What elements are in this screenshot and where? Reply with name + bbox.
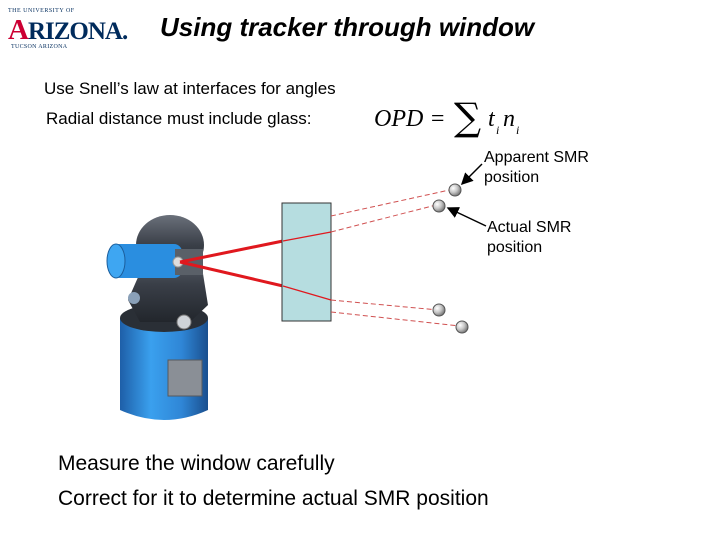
logo-letter-a: A (8, 14, 29, 46)
bottom-text-measure: Measure the window carefully (58, 452, 335, 475)
arrow-actual (446, 207, 487, 227)
logo-line3: TUCSON ARIZONA (11, 44, 68, 50)
ray-apparent-upper (330, 188, 455, 217)
bullet-radial-distance: Radial distance must include glass: (46, 109, 312, 128)
label-apparent-smr: Apparent SMR position (484, 148, 624, 188)
formula-t-sub: i (496, 123, 499, 137)
formula-lhs: OPD = (374, 106, 446, 132)
label-actual-line1: Actual SMR (487, 219, 572, 236)
logo-wordmark-rest: RIZONA. (27, 18, 128, 45)
logo-wordmark: ARIZONA. (8, 14, 128, 47)
label-apparent-line2: position (484, 169, 540, 186)
formula-sum: ∑ (454, 95, 481, 138)
beam-lower-in (179, 260, 284, 288)
bottom-text-correct: Correct for it to determine actual SMR p… (58, 487, 489, 510)
arrow-apparent (460, 163, 483, 186)
tracker-head-endcap (106, 243, 126, 279)
formula-t: t (488, 106, 496, 132)
formula-n: n (503, 106, 515, 132)
label-actual-smr: Actual SMR position (487, 218, 627, 258)
formula-n-sub: i (516, 123, 519, 137)
opd-formula: OPD = ∑ t i n i (374, 95, 519, 138)
smr-actual-upper-icon (432, 199, 446, 213)
ray-actual-lower (330, 299, 439, 311)
label-actual-line2: position (487, 239, 543, 256)
ray-apparent-lower (330, 311, 461, 327)
university-logo: THE UNIVERSITY OF ARIZONA. TUCSON ARIZON… (4, 4, 128, 50)
label-apparent-line1: Apparent SMR (484, 149, 589, 166)
tracker-side-cap (128, 292, 140, 304)
bullet-snells-law: Use Snell’s law at interfaces for angles (44, 79, 336, 98)
beam-lower-in-glass (282, 285, 332, 301)
tracker-head-barrel (112, 244, 182, 278)
slide-title: Using tracker through window (160, 12, 535, 42)
smr-apparent-upper-icon (448, 183, 462, 197)
ray-actual-upper (330, 204, 437, 233)
glass-window (281, 202, 332, 322)
beam-upper-in (179, 239, 284, 264)
tracker-panel (167, 359, 203, 397)
laser-tracker-icon (106, 215, 208, 420)
logo-line1: THE UNIVERSITY OF (8, 8, 75, 14)
smr-actual-lower-icon (432, 303, 446, 317)
beam-upper-in-glass (282, 231, 332, 242)
smr-apparent-lower-icon (455, 320, 469, 334)
tracker-knob (176, 314, 192, 330)
